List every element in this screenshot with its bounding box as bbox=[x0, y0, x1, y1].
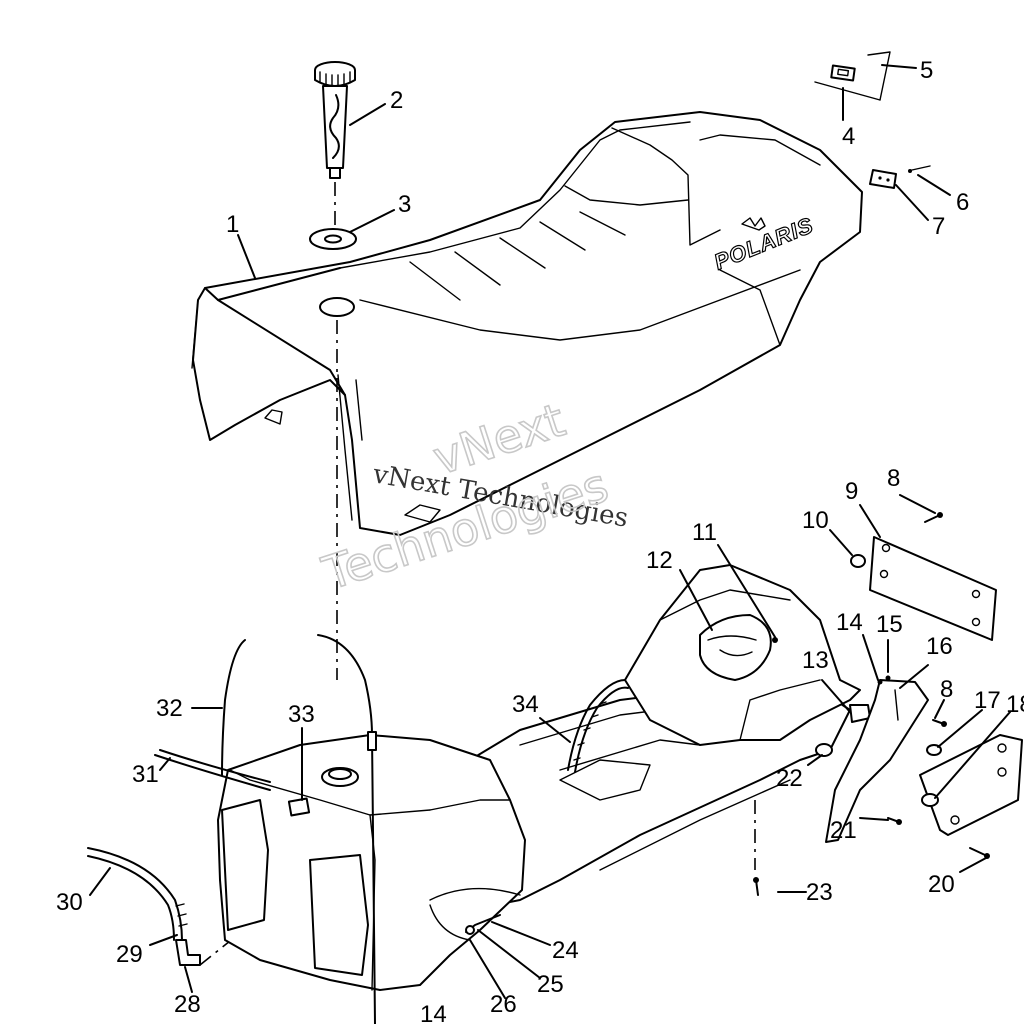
mounting-plate bbox=[850, 512, 997, 641]
callout-label: 17 bbox=[974, 687, 1001, 714]
callout-label: 14 bbox=[420, 1001, 447, 1024]
callout-label: 13 bbox=[802, 647, 829, 674]
assembly-centerline bbox=[199, 924, 251, 966]
callout-label: 25 bbox=[537, 971, 564, 998]
callout-label: 20 bbox=[928, 871, 955, 898]
rear-brackets bbox=[753, 637, 1023, 896]
callout-label: 1 bbox=[226, 211, 239, 238]
callout-label: 3 bbox=[398, 191, 411, 218]
callout-label: 21 bbox=[830, 817, 857, 844]
callout-label: 30 bbox=[56, 889, 83, 916]
decal-plate bbox=[814, 51, 891, 101]
brand-emblem-icon bbox=[741, 217, 766, 231]
callout-label: 10 bbox=[802, 507, 829, 534]
callout-label: 23 bbox=[806, 879, 833, 906]
callout-label: 15 bbox=[876, 611, 903, 638]
callout-label: 22 bbox=[776, 765, 803, 792]
hoses bbox=[87, 634, 629, 1025]
callout-label: 11 bbox=[692, 519, 717, 546]
seat-bracket bbox=[869, 165, 931, 189]
callout-label: 18 bbox=[1006, 691, 1024, 718]
callout-label: 6 bbox=[956, 189, 969, 216]
callout-label: 33 bbox=[288, 701, 315, 728]
callout-label: 4 bbox=[842, 123, 855, 150]
fuel-cap bbox=[314, 61, 356, 179]
callout-label: 8 bbox=[940, 676, 953, 703]
callout-label: 32 bbox=[156, 695, 183, 722]
fuel-tank-assembly bbox=[217, 564, 861, 991]
seat-assembly: POLARIS bbox=[191, 111, 863, 536]
callout-label: 12 bbox=[646, 547, 673, 574]
callout-label: 34 bbox=[512, 691, 539, 718]
callout-label: 24 bbox=[552, 937, 579, 964]
callout-label: 29 bbox=[116, 941, 143, 968]
callout-label: 8 bbox=[887, 465, 900, 492]
washer bbox=[309, 228, 357, 250]
callout-label: 28 bbox=[174, 991, 201, 1018]
callout-label: 7 bbox=[932, 213, 945, 240]
callout-label: 2 bbox=[390, 87, 403, 114]
callout-label: 5 bbox=[920, 57, 933, 84]
callout-label: 14 bbox=[836, 609, 863, 636]
leader-lines bbox=[89, 64, 1011, 999]
callout-label: 26 bbox=[490, 991, 517, 1018]
callout-label: 31 bbox=[132, 761, 159, 788]
callout-label: 16 bbox=[926, 633, 953, 660]
callout-label: 9 bbox=[845, 478, 858, 505]
